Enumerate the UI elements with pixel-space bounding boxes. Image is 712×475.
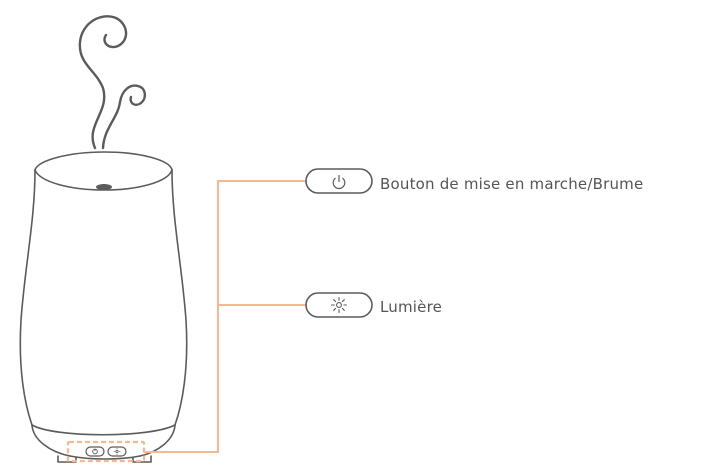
diffuser-base-lower bbox=[31, 424, 176, 457]
diffuser-power-button[interactable] bbox=[85, 446, 105, 457]
power-icon bbox=[332, 174, 346, 190]
power-mist-label: Bouton de mise en marche/Brume bbox=[380, 175, 644, 193]
mist-outlet bbox=[96, 184, 112, 190]
diffuser-body bbox=[19, 151, 188, 463]
mist-swirls bbox=[78, 15, 146, 150]
mist-swirl-left bbox=[78, 15, 128, 150]
leader-lines bbox=[144, 180, 306, 453]
light-label: Lumière bbox=[380, 298, 443, 316]
light-icon bbox=[330, 296, 348, 314]
diffuser-base-bottom bbox=[69, 455, 141, 460]
light-button[interactable] bbox=[305, 292, 373, 318]
mist-swirl-right bbox=[101, 84, 146, 150]
diffuser-outline-right bbox=[171, 169, 188, 426]
diffuser-light-button[interactable] bbox=[107, 446, 127, 457]
diffuser-cap-top bbox=[34, 151, 173, 171]
leader-line-main bbox=[144, 180, 306, 453]
diffuser-outline-left bbox=[19, 169, 36, 426]
diffuser-base-line bbox=[31, 424, 176, 436]
diffuser-foot-right bbox=[132, 455, 152, 463]
power-mist-button[interactable] bbox=[305, 168, 373, 194]
